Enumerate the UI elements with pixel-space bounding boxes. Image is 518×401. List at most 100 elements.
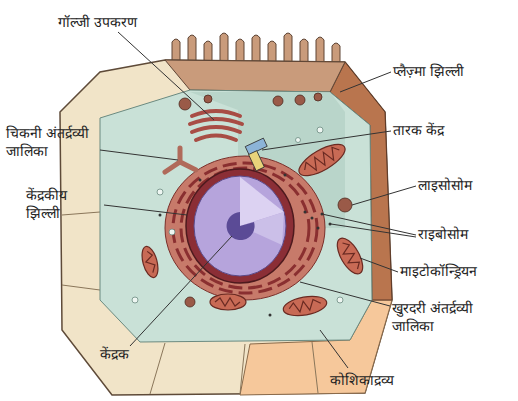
mitochondria-part: [210, 294, 246, 310]
part-label: लाइसोसोम: [418, 177, 518, 195]
golgi-apparatus-part: [190, 119, 242, 124]
vesicles-part: [157, 189, 163, 195]
leader-lines-part: [360, 258, 398, 272]
microvilli-part: [252, 35, 260, 62]
ribosomes-part: [159, 214, 162, 217]
rough-er-part-part: [173, 163, 317, 293]
microvilli-part: [188, 35, 196, 62]
part-label: राइबोसोम: [418, 226, 518, 244]
cell-band-lines-part: [62, 285, 100, 290]
golgi-apparatus: [190, 111, 242, 140]
plasma-membrane-top: [165, 60, 345, 92]
part-label: केंद्रक: [100, 346, 180, 364]
vesicles-part: [317, 127, 323, 133]
mitochondria-part-part: [302, 145, 343, 175]
mitochondria: [139, 138, 368, 318]
nucleus-part: [194, 176, 286, 276]
leader-lines-part: [300, 282, 390, 306]
microvilli-part: [332, 43, 340, 63]
vesicles-part: [169, 229, 175, 235]
centrosome-part: [249, 151, 265, 171]
leader-lines-part: [130, 236, 232, 346]
mitochondria-part-part: [288, 298, 321, 313]
leader-lines-part: [262, 131, 391, 150]
lysosomes-part: [204, 95, 212, 103]
rough-er: [165, 156, 325, 300]
ribosomes-part: [317, 227, 320, 230]
nucleus-part: [227, 212, 255, 240]
part-label: खुरदरी अंतर्द्रव्यी जालिका: [392, 300, 516, 335]
mitochondria-part-part: [143, 250, 156, 273]
microvilli-part: [300, 39, 308, 62]
mitochondria-part-part: [338, 241, 362, 272]
leader-lines-part: [320, 330, 348, 368]
ribosomes: [159, 174, 332, 317]
microvilli: [172, 33, 340, 63]
microvilli-part: [284, 33, 292, 62]
leader-lines-part: [100, 150, 178, 160]
rough-er-part: [165, 156, 325, 300]
nucleus: [186, 169, 294, 283]
lysosomes-part: [314, 93, 322, 101]
lysosomes-part: [273, 96, 283, 106]
golgi-apparatus-part: [192, 111, 240, 116]
mitochondria-part-part: [332, 234, 368, 278]
part-label: तारक केंद्र: [393, 122, 515, 140]
mitochondria-part-part: [210, 294, 246, 310]
mitochondria-part: [294, 138, 349, 181]
microvilli-part: [236, 39, 244, 62]
smooth-er-part: [165, 148, 196, 172]
part-label: प्लैज़्मा झिल्ली: [393, 63, 515, 81]
leader-lines: [100, 32, 416, 368]
golgi-apparatus-part: [196, 136, 236, 141]
microvilli-part: [204, 41, 212, 62]
mitochondria-part: [139, 245, 161, 280]
leader-lines-part: [331, 224, 416, 237]
mitochondria-part-part: [294, 138, 349, 181]
rough-er-part: [173, 163, 317, 293]
vesicles: [132, 127, 343, 303]
lysosomes-part: [295, 95, 305, 105]
smooth-er: [165, 148, 196, 172]
centrosome: [245, 138, 267, 171]
golgi-apparatus-part: [192, 127, 240, 132]
cell-band-lines-part: [62, 212, 100, 215]
ribosomes-part: [199, 179, 202, 182]
part-label: चिकनी अंतर्द्रव्यी जालिका: [6, 125, 124, 160]
microvilli-part: [172, 39, 180, 62]
ribosomes-part: [304, 211, 307, 214]
ribosomes-part: [284, 174, 287, 177]
part-label: कोशिकाद्रव्य: [330, 372, 450, 390]
mitochondria-part-part: [282, 293, 328, 318]
lysosomes-part: [179, 98, 191, 110]
leader-lines-part: [118, 32, 214, 120]
vesicles-part: [337, 297, 343, 303]
ribosomes-part: [311, 217, 314, 220]
mitochondria-part: [332, 234, 368, 278]
microvilli-part: [316, 37, 324, 62]
leader-lines-part: [352, 186, 416, 205]
part-label: माइटोकॉन्ड्रियन: [400, 263, 518, 281]
cell-band-lines-part: [312, 342, 318, 393]
ribosomes-part: [269, 314, 272, 317]
leader-lines-part: [104, 205, 187, 215]
part-label: गॉल्जी उपकरण: [58, 14, 188, 32]
lysosomes: [179, 93, 352, 307]
cell-outline: [60, 60, 392, 395]
nucleus-part: [186, 169, 294, 283]
lysosomes-part: [338, 198, 352, 212]
cell-band-lines-part: [150, 343, 165, 394]
microvilli-part: [220, 33, 228, 62]
vesicles-part: [132, 297, 138, 303]
mitochondria-part: [282, 293, 328, 318]
mitochondria-part-part: [215, 298, 240, 306]
cell-band-lines-part: [240, 344, 245, 394]
leader-lines-part: [340, 72, 391, 92]
vesicles-part: [296, 138, 301, 143]
microvilli-part: [268, 41, 276, 62]
mitochondria-part-part: [139, 245, 161, 280]
part-label: केंद्रकीय झिल्ली: [26, 187, 104, 222]
